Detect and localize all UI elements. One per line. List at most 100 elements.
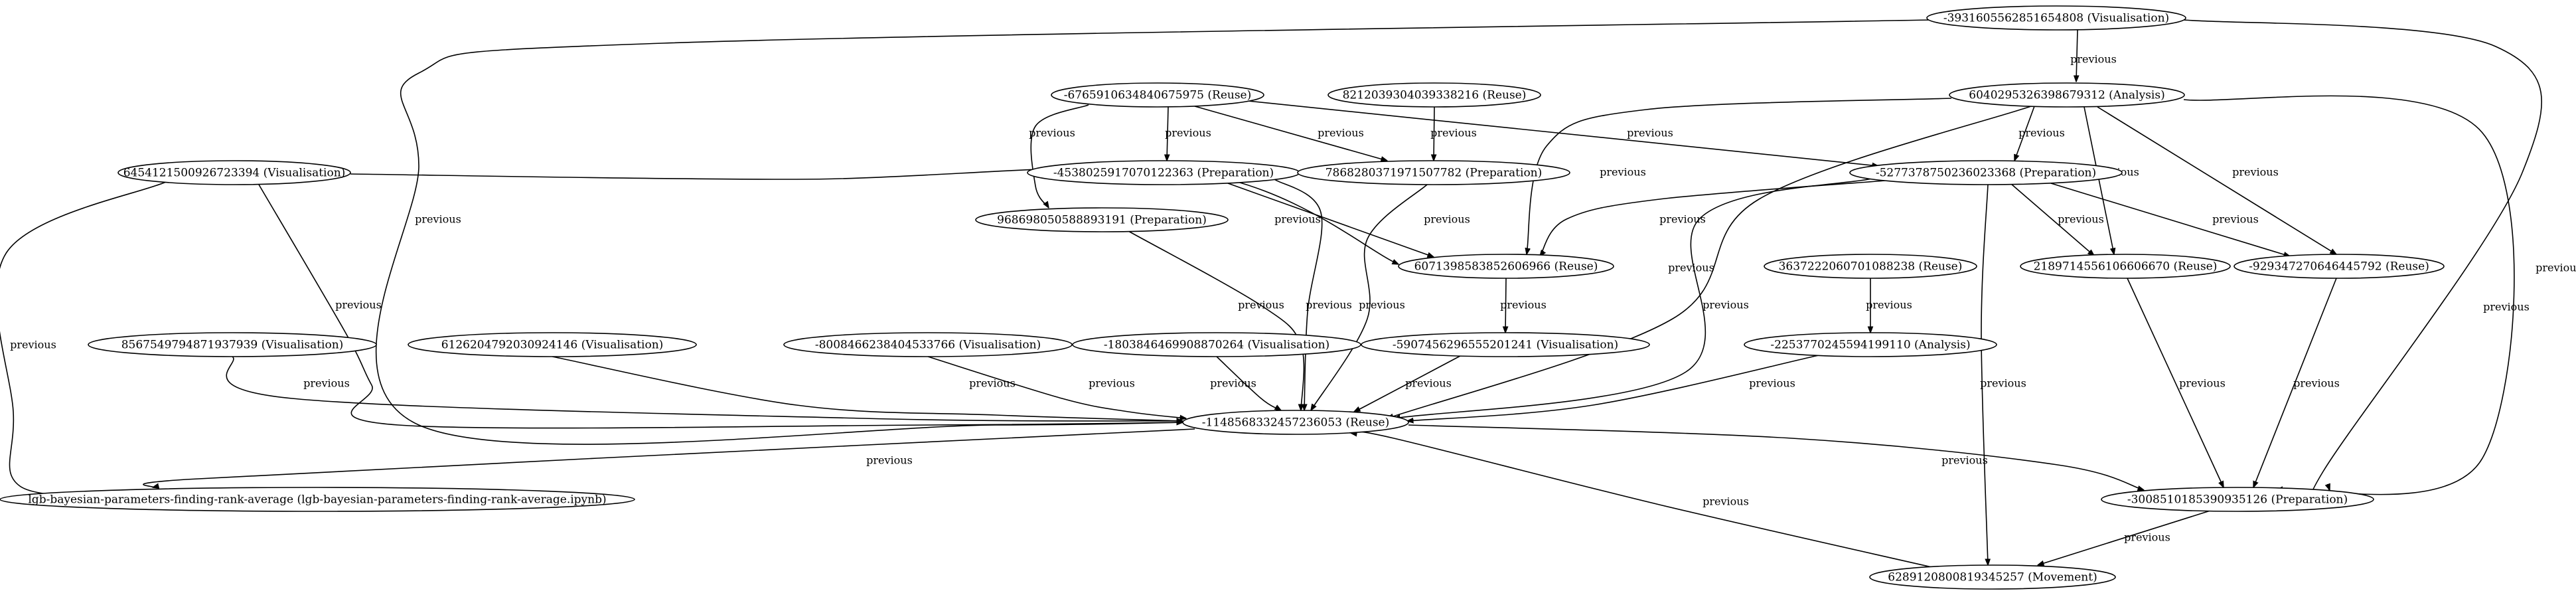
edge-line [1128, 230, 1305, 410]
edge-label: previous [1668, 262, 1714, 274]
node-n3[interactable]: -6765910634840675975 (Reuse) [1051, 82, 1264, 108]
node-ellipse[interactable] [1949, 82, 2185, 108]
node-ellipse[interactable] [975, 207, 1229, 232]
node-n21[interactable]: lgb-bayesian-parameters-finding-rank-ave… [0, 487, 635, 512]
edge-n18-n20: previous [1354, 355, 1461, 412]
edge-n7-n20: previous [1311, 184, 1428, 410]
node-n15[interactable]: 6126204792030924146 (Visualisation) [408, 332, 697, 357]
node-n20[interactable]: -1148568332457236053 (Reuse) [1182, 410, 1409, 435]
node-ellipse[interactable] [1327, 82, 1541, 108]
edge-n17-n20: previous [1210, 356, 1281, 410]
node-n12[interactable]: 2189714556106606670 (Reuse) [2020, 254, 2231, 279]
node-ellipse[interactable] [408, 332, 697, 357]
node-n6[interactable]: -4538025917070122363 (Preparation) [1027, 160, 1300, 185]
edge-label: previous [1430, 127, 1477, 139]
node-ellipse[interactable] [117, 160, 351, 185]
edge-label: previous [1600, 166, 1646, 179]
node-n2[interactable]: 6040295326398679312 (Analysis) [1949, 82, 2185, 108]
node-n5[interactable]: 6454121500926723394 (Visualisation) [117, 160, 351, 185]
edge-line [1311, 184, 1428, 410]
node-label: -929347270646445792 (Reuse) [2249, 260, 2429, 274]
edge-label: previous [1941, 454, 1988, 467]
node-n14[interactable]: 8567549794871937939 (Visualisation) [88, 332, 377, 357]
node-ellipse[interactable] [1182, 410, 1409, 435]
edge-label: previous [2179, 377, 2226, 390]
edge-line [1527, 98, 1952, 254]
node-label: 8567549794871937939 (Visualisation) [121, 339, 344, 352]
node-ellipse[interactable] [88, 332, 377, 357]
node-ellipse[interactable] [1297, 160, 1570, 185]
node-label: 3637222060701088238 (Reuse) [1779, 260, 1963, 274]
node-n17[interactable]: -1803846469908870264 (Visualisation) [1072, 332, 1361, 357]
edge-label: previous [2483, 301, 2530, 313]
edge-n3-n8: previous [1247, 100, 1878, 166]
node-n10[interactable]: 6071398583852606966 (Reuse) [1398, 254, 1614, 279]
edge-label: previous [1424, 213, 1470, 226]
edge-label: previous [1306, 299, 1352, 311]
edge-n10-n18: previous [1500, 278, 1547, 333]
node-label: 6289120800819345257 (Movement) [1888, 571, 2097, 584]
edge-label: previous [2536, 262, 2576, 274]
node-n9[interactable]: 968698050588893191 (Preparation) [975, 207, 1229, 232]
node-n16[interactable]: -8008466238404533766 (Visualisation) [783, 332, 1073, 357]
node-label: -6765910634840675975 (Reuse) [1064, 89, 1252, 102]
edge-n14-n20: previous [226, 356, 1183, 421]
edge-line [2038, 510, 2211, 565]
node-n22[interactable]: -3008510185390935126 (Preparation) [2101, 487, 2374, 512]
node-n4[interactable]: 8212039304039338216 (Reuse) [1327, 82, 1541, 108]
node-ellipse[interactable] [2020, 254, 2231, 279]
node-ellipse[interactable] [1869, 564, 2116, 590]
node-ellipse[interactable] [2234, 254, 2445, 279]
edge-label: previous [1703, 495, 1749, 508]
node-n11[interactable]: 3637222060701088238 (Reuse) [1764, 254, 1977, 279]
node-ellipse[interactable] [1926, 5, 2186, 31]
node-ellipse[interactable] [1849, 160, 2123, 185]
node-label: -5907456296555201241 (Visualisation) [1393, 339, 1618, 352]
node-ellipse[interactable] [1361, 332, 1650, 357]
edge-n1-n20: previous [375, 19, 1931, 445]
node-n18[interactable]: -5907456296555201241 (Visualisation) [1361, 332, 1650, 357]
node-ellipse[interactable] [1398, 254, 1614, 279]
edge-n5-n20: previous [258, 184, 1183, 429]
edge-n2-n8: previous [2014, 106, 2065, 161]
edge-label: previous [2070, 53, 2117, 66]
edge-line [2076, 29, 2078, 82]
node-label: lgb-bayesian-parameters-finding-rank-ave… [28, 493, 606, 507]
edge-label: previous [1866, 299, 1912, 311]
node-ellipse[interactable] [1744, 332, 1997, 357]
edge-n1-n2: previous [2070, 29, 2117, 82]
node-ellipse[interactable] [1072, 332, 1361, 357]
edge-label: previous [1210, 377, 1256, 390]
nodes-layer: -3931605562851654808 (Visualisation) 6040… [0, 5, 2445, 590]
edge-n6-n10: previous [1227, 183, 1470, 257]
node-ellipse[interactable] [1764, 254, 1977, 279]
node-n1[interactable]: -3931605562851654808 (Visualisation) [1926, 5, 2186, 31]
node-n7[interactable]: 7868280371971507782 (Preparation) [1297, 160, 1570, 185]
node-ellipse[interactable] [0, 487, 635, 512]
node-label: -5277378750236023368 (Preparation) [1876, 167, 2096, 180]
node-n23[interactable]: 6289120800819345257 (Movement) [1869, 564, 2116, 590]
edge-line [1354, 355, 1461, 412]
edge-label: previous [2232, 166, 2279, 179]
node-ellipse[interactable] [1051, 82, 1264, 108]
edge-n8-n23: previous [1980, 184, 2026, 565]
node-n8[interactable]: -5277378750236023368 (Preparation) [1849, 160, 2123, 185]
edge-line [2183, 95, 2515, 495]
edge-label: previous [1089, 377, 1135, 390]
edge-n4-n7: previous [1430, 106, 1477, 161]
edge-n19-n20: previous [1407, 355, 1819, 421]
edge-line [1030, 104, 1089, 208]
edge-n3-n7: previous [1194, 106, 1387, 161]
node-n19[interactable]: -2253770245594199110 (Analysis) [1744, 332, 1997, 357]
edge-label: previous [303, 377, 350, 390]
edge-line [2127, 278, 2224, 487]
edge-line [927, 356, 1186, 418]
edge-label: previous [1238, 299, 1284, 311]
node-ellipse[interactable] [2101, 487, 2374, 512]
edge-label: previous [1359, 299, 1405, 311]
node-ellipse[interactable] [783, 332, 1073, 357]
edge-line [1408, 424, 2144, 490]
edge-label: previous [2212, 213, 2259, 226]
node-n13[interactable]: -929347270646445792 (Reuse) [2234, 254, 2445, 279]
edge-n20-n21: previous [143, 428, 1195, 487]
